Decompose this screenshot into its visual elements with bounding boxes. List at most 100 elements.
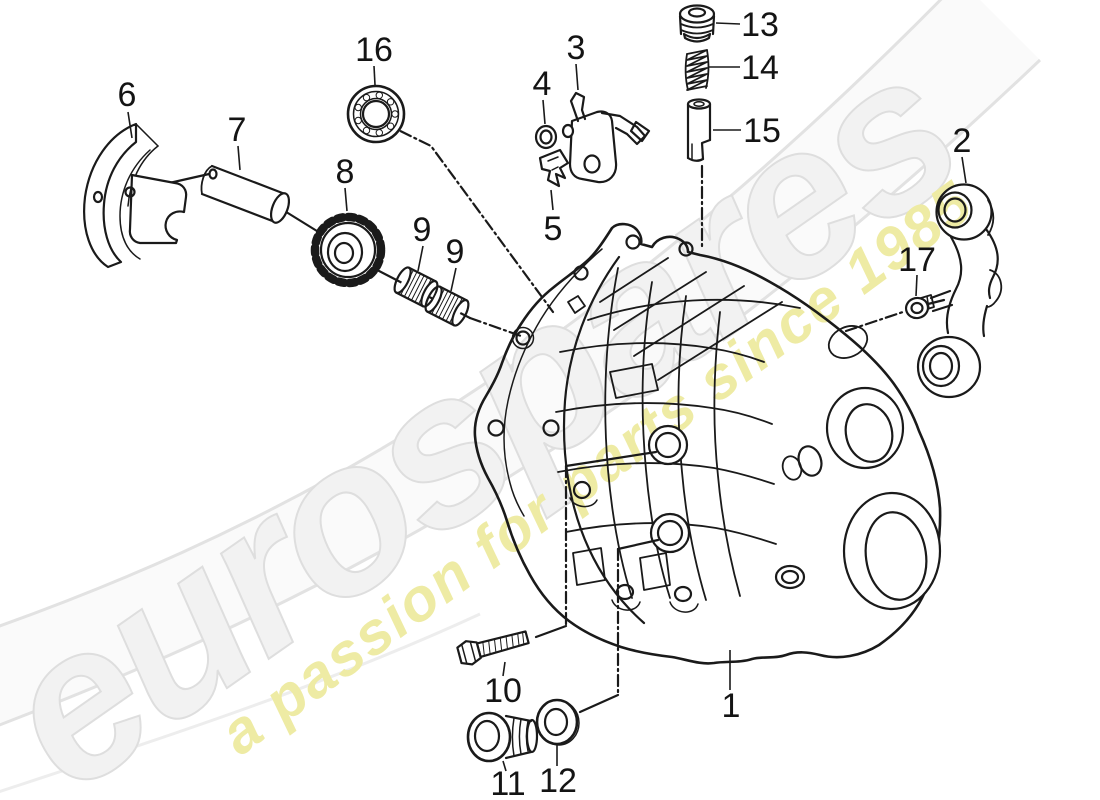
spring-right-edge: [705, 49, 710, 89]
callout-2-number[interactable]: 2: [953, 122, 972, 160]
pin-top-edge: [210, 164, 287, 196]
cap-rib: [680, 29, 714, 35]
sleeve-notch: [700, 138, 712, 161]
swoosh-top-edge: [0, 0, 943, 628]
callout-4[interactable]: 4: [533, 65, 552, 125]
part-shift-lever: [916, 183, 1003, 399]
callout-9a-number[interactable]: 9: [413, 211, 432, 249]
callout-16[interactable]: 16: [355, 31, 393, 86]
case-bore-hole: [656, 519, 684, 547]
callout-5-number[interactable]: 5: [544, 210, 563, 248]
callout-2[interactable]: 2: [953, 122, 972, 184]
callout-15[interactable]: 15: [713, 112, 781, 150]
callout-7-number[interactable]: 7: [228, 111, 247, 149]
case-rib: [713, 311, 741, 597]
callout-3-number[interactable]: 3: [567, 29, 586, 67]
bolt-head-facet: [469, 641, 477, 663]
assembly-axis-lines: [132, 120, 946, 714]
callout-15-number[interactable]: 15: [743, 112, 781, 150]
part-bearing-cap: [83, 122, 188, 269]
clamp-body: [538, 148, 570, 188]
gear-teeth-ring: [310, 212, 386, 288]
callout-16-number[interactable]: 16: [355, 31, 393, 69]
gear-bore: [333, 241, 355, 265]
callout-12-number[interactable]: 12: [539, 762, 577, 800]
callout-14-number[interactable]: 14: [741, 49, 779, 87]
part-needle-cage-2: [424, 285, 470, 327]
callout-9b[interactable]: 9: [446, 233, 465, 292]
washer-outer: [535, 698, 579, 746]
callout-13-number[interactable]: 13: [741, 6, 779, 44]
bracket-stud: [561, 123, 575, 139]
callout-17-number[interactable]: 17: [898, 241, 936, 279]
callout-11-number[interactable]: 11: [490, 765, 525, 800]
callout-13[interactable]: 13: [715, 6, 779, 44]
part-ball-bearing: [346, 84, 406, 144]
roller-knurl: [400, 269, 432, 305]
callout-1[interactable]: 1: [722, 650, 741, 725]
part-clamping-piece: [538, 148, 570, 188]
case-main-opening-bore: [864, 511, 928, 601]
cap-crescent-edge: [135, 123, 159, 147]
bore-b-leader: [616, 538, 660, 551]
lever-arm-right-lower: [982, 304, 989, 338]
flange-hole-rib: [569, 497, 598, 508]
callout-17[interactable]: 17: [898, 241, 936, 297]
bearing-outer-ring: [346, 84, 406, 144]
lever-arm-left: [945, 235, 963, 335]
lever-bottom-bore: [928, 351, 954, 381]
cap-stud: [124, 186, 136, 198]
flange-hole: [572, 480, 592, 500]
flange-hole: [515, 330, 531, 346]
part-seal-ring: [904, 296, 930, 320]
lever-bottom-boss: [916, 335, 982, 399]
callout-11[interactable]: 11: [490, 760, 526, 800]
callout-5[interactable]: 5: [544, 189, 563, 248]
callout-8-number[interactable]: 8: [336, 153, 355, 191]
cap-rib: [680, 23, 714, 29]
pin-bottom-edge: [200, 192, 277, 224]
lever-stud-bottom: [931, 303, 954, 313]
lever-top-bore: [943, 197, 967, 223]
plug-bore: [473, 719, 501, 753]
case-rib: [641, 281, 671, 599]
bearing-axis-line: [380, 120, 555, 314]
callouts: 6 7 8 16 9 9 4 3: [118, 6, 972, 800]
callout-12[interactable]: 12: [539, 745, 577, 800]
lever-top-ring: [937, 191, 973, 229]
case-diagonal-rib: [613, 271, 707, 331]
callout-3[interactable]: 3: [567, 29, 586, 91]
part-compression-spring: [684, 49, 710, 91]
bracket-hole: [583, 154, 601, 174]
flange-hole: [625, 234, 641, 250]
bolt-shank: [475, 630, 530, 659]
callout-4-number[interactable]: 4: [533, 65, 552, 103]
gear-rim: [319, 221, 377, 279]
roller-axis-dashdot: [468, 316, 523, 338]
pin-left-cap: [200, 165, 213, 195]
callout-9b-number[interactable]: 9: [446, 233, 465, 271]
callout-1-number[interactable]: 1: [722, 687, 741, 725]
washer-bore: [543, 707, 569, 737]
part-sealing-ring: [535, 698, 580, 746]
case-rib: [565, 522, 777, 545]
callout-10-number[interactable]: 10: [484, 672, 522, 710]
lever-bottom-ring: [921, 344, 961, 388]
swoosh-lower-arc: [0, 612, 481, 793]
case-upper-opening: [825, 386, 905, 470]
case-bore-hole: [654, 431, 682, 459]
callout-9a[interactable]: 9: [413, 211, 432, 272]
spring-left-edge: [684, 53, 689, 91]
callout-10[interactable]: 10: [484, 661, 522, 710]
callout-8[interactable]: 8: [336, 153, 355, 212]
seal-outer: [904, 296, 930, 320]
flange-hole: [573, 265, 589, 281]
callout-14[interactable]: 14: [709, 49, 779, 87]
cap-bottom: [682, 32, 712, 43]
part-detent-sleeve: [686, 98, 712, 162]
callout-7[interactable]: 7: [228, 111, 247, 171]
callout-6[interactable]: 6: [118, 76, 137, 139]
callout-6-number[interactable]: 6: [118, 76, 137, 114]
bracket-hook: [569, 91, 587, 123]
case-diagonal-rib: [657, 301, 783, 381]
